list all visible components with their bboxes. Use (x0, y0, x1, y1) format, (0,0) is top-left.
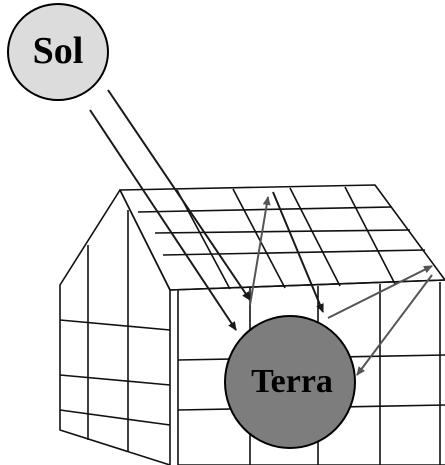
earth-circle (224, 315, 356, 449)
incoming-ray-arrow (107, 89, 251, 301)
reflected-ray-arrow (327, 265, 433, 319)
greenhouse-side-wall (59, 189, 171, 465)
incoming-rays (89, 89, 324, 331)
sun: Sol (7, 3, 109, 101)
reflected-rays (249, 196, 433, 376)
sun-label: Sol (33, 30, 84, 72)
earth-label: Terra (251, 363, 333, 400)
greenhouse (59, 184, 445, 465)
incoming-ray-arrow (272, 191, 324, 313)
sun-circle (7, 3, 109, 101)
incoming-ray-arrow (89, 109, 237, 331)
earth: Terra (224, 315, 356, 449)
reflected-ray-arrow (356, 274, 433, 376)
greenhouse-roof (119, 184, 445, 291)
reflected-ray-arrow (249, 196, 271, 306)
